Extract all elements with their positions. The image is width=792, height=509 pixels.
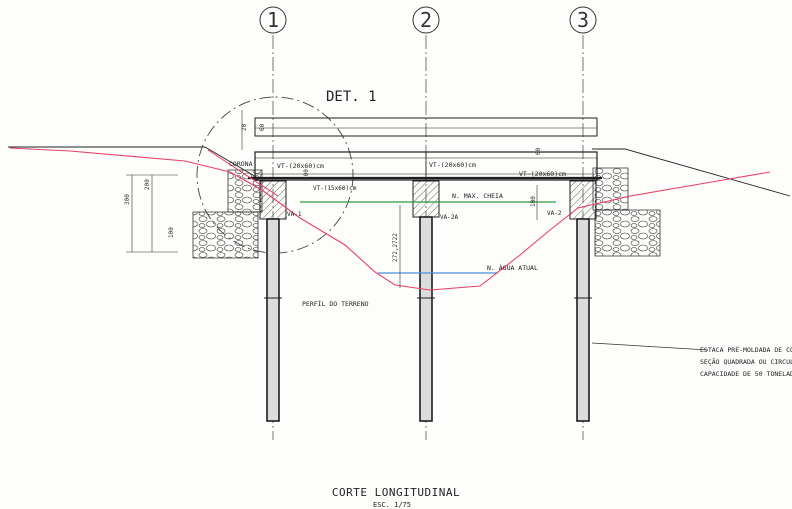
beam-label-3: VT-(20x60)cm — [519, 170, 566, 178]
terrain-profile-label: PERFÍL DO TERRENO — [302, 299, 369, 308]
drawing-title: CORTE LONGITUDINAL — [332, 486, 460, 499]
dim-text-200: 200 — [144, 179, 151, 190]
svg-text:DET. 1: DET. 1 — [326, 89, 377, 105]
dim-text-20: 20 — [241, 123, 248, 131]
detail-callout: DET. 1 — [196, 89, 377, 254]
deck — [248, 117, 602, 181]
support-label-2: VA-2A — [440, 214, 458, 221]
svg-text:1: 1 — [267, 8, 279, 32]
axis-bubble-2: 2 — [412, 6, 440, 34]
pile-note-line-1: ESTACA PRÉ-MOLDADA DE CONCRETO, — [700, 345, 792, 354]
max-flood-level-label: N. MAX. CHEIA — [452, 192, 503, 200]
dim-text-60a: 60 — [259, 123, 266, 131]
current-water-level-label: N. ÁGUA ATUAL — [487, 263, 538, 272]
axis-bubble-3: 3 — [569, 6, 597, 34]
pile-note-line-2: SEÇÃO QUADRADA OU CIRCULAR — [700, 357, 792, 366]
dimension-lines — [126, 110, 538, 288]
axis-bubble-1: 1 — [259, 6, 287, 34]
beam-label-1: VT-(20x60)cm — [277, 162, 324, 170]
pile-note-line-3: CAPACIDADE DE 50 TONELADAS — [700, 370, 792, 378]
terrain-profile-leader — [207, 149, 279, 197]
svg-text:3: 3 — [577, 8, 589, 32]
dim-text-272: 272,2722 — [392, 233, 399, 262]
drawing-scale: ESC. 1/75 — [373, 501, 411, 509]
support-label-3: VA-2 — [547, 210, 562, 217]
dim-text-100: 100 — [168, 227, 175, 238]
terrain-profile-line — [9, 147, 771, 291]
piles — [266, 216, 590, 422]
support-label-1: VA-1 — [287, 211, 302, 218]
dim-text-60b: 60 — [535, 147, 542, 155]
svg-text:2: 2 — [420, 8, 432, 32]
pile-note-leader — [591, 342, 709, 351]
dim-text-300b: 300 — [303, 169, 310, 180]
corona-label: CORONA — [229, 160, 253, 168]
dim-text-300: 300 — [124, 194, 131, 205]
dim-text-100b: 100 — [530, 196, 537, 207]
left-abutment — [192, 169, 263, 259]
beam-label-2: VT-(20x60)cm — [429, 161, 476, 169]
pile-caps — [259, 180, 597, 220]
transverse-beam-label: VT-(15x60)cm — [313, 185, 357, 192]
ground-lines — [8, 146, 791, 197]
right-abutment — [592, 167, 661, 257]
